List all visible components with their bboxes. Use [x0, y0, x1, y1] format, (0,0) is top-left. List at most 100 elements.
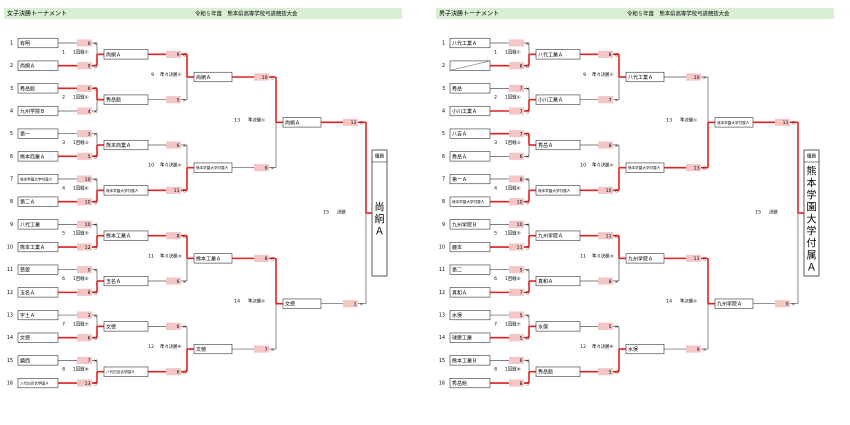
score-cell	[166, 186, 181, 194]
score-value: 0	[88, 268, 91, 274]
win-mark: ○	[526, 382, 530, 387]
score-cell	[77, 220, 92, 228]
match-number: 8	[494, 367, 497, 373]
win-mark: ○	[526, 64, 530, 69]
match-number: 12	[148, 344, 154, 350]
loss-mark: ×	[183, 279, 187, 285]
score-value: 7	[520, 131, 523, 137]
win-mark: ○	[183, 53, 187, 58]
team-name: 真和Ａ	[452, 289, 467, 296]
team-name: 尚絅Ａ	[285, 119, 300, 126]
match-number: 11	[148, 253, 154, 259]
seed-number: 14	[439, 335, 445, 341]
score-value: 7	[520, 290, 523, 296]
score-cell	[775, 118, 790, 126]
team-name: 熊本学園大学付属Ａ	[538, 188, 570, 193]
match-number: 5	[62, 231, 65, 237]
match-number: 13	[666, 117, 672, 123]
seed-number: 8	[442, 199, 445, 205]
win-mark: ○	[526, 337, 530, 342]
score-cell	[77, 243, 92, 251]
match-number: 15	[755, 210, 761, 216]
score-value: 9	[786, 302, 789, 308]
header-title: 男子決勝トーナメント	[439, 9, 499, 17]
team-name: 八代白百合学園Ａ	[106, 369, 135, 374]
team-name: 八代工業Ａ	[538, 51, 563, 58]
score-cell	[509, 243, 524, 251]
loss-mark: ×	[183, 143, 187, 149]
score-value: 8	[609, 143, 612, 149]
score-cell	[254, 254, 269, 262]
match-label: 準々決勝③	[160, 252, 182, 259]
win-mark: ○	[271, 76, 275, 81]
loss-mark: ×	[94, 109, 98, 115]
score-cell	[166, 322, 181, 330]
win-mark: ○	[271, 257, 275, 262]
score-value: 11	[783, 120, 789, 126]
score-cell	[509, 175, 524, 183]
team-name: 八代工業	[20, 221, 40, 228]
loss-mark: ×	[360, 302, 364, 308]
score-value: 7	[520, 86, 523, 92]
seed-number: 11	[439, 267, 445, 273]
match-label: 1回戦④	[505, 184, 521, 191]
team-name: 九州学院Ａ	[628, 255, 653, 262]
match-label: 1回戦⑧	[73, 366, 89, 373]
match-label: 1回戦⑤	[505, 230, 521, 237]
team-name: 八吉Ａ	[452, 131, 467, 138]
score-value: 1	[354, 302, 357, 308]
score-cell	[598, 96, 613, 104]
win-mark: ○	[526, 110, 530, 115]
match-label: 1回戦⑥	[505, 275, 521, 282]
match-label: 1回戦⑦	[505, 320, 521, 327]
score-value: 5	[609, 370, 612, 376]
header-event: 令和５年度 熊本県高等学校弓道競技大会	[627, 9, 730, 17]
score-value: 6	[520, 358, 523, 364]
loss-mark: ×	[271, 347, 275, 353]
match-label: 準々決勝②	[160, 162, 182, 169]
match-number: 14	[234, 299, 240, 305]
score-cell	[598, 277, 613, 285]
team-name: 水俣	[538, 323, 548, 330]
match-label: 1回戦①	[73, 48, 89, 55]
team-name: 秀岳Ａ	[452, 153, 467, 160]
score-value: 5	[177, 97, 180, 103]
team-name: 秀岳	[452, 85, 462, 92]
seed-number: 10	[7, 245, 13, 251]
loss-mark: ×	[94, 41, 98, 47]
score-cell	[686, 164, 701, 172]
score-cell	[598, 50, 613, 58]
score-value: 8	[177, 233, 180, 239]
team-name: 熊本学園大学付属Ａ	[196, 165, 228, 170]
score-cell	[598, 322, 613, 330]
seed-number: 7	[442, 177, 445, 183]
score-value: 6	[177, 324, 180, 330]
team-name: 水俣	[452, 312, 462, 319]
team-name: 熊本工業Ａ	[196, 255, 221, 262]
loss-mark: ×	[615, 279, 619, 285]
team-name: 秀岳館	[20, 85, 35, 92]
score-value: 7	[265, 347, 268, 353]
seed-number: 10	[439, 245, 445, 251]
match-number: 3	[62, 140, 65, 146]
score-value: 8	[520, 177, 523, 183]
seed-number: 16	[439, 381, 445, 387]
win-mark: ○	[360, 121, 364, 126]
seed-number: 16	[7, 381, 13, 387]
team-name: 文徳	[285, 301, 295, 308]
loss-mark: ×	[526, 86, 530, 92]
team-name: 水俣	[628, 346, 638, 353]
loss-mark: ×	[526, 222, 530, 228]
match-label: 準々決勝①	[160, 71, 182, 78]
score-value: 10	[606, 188, 612, 194]
score-cell	[509, 107, 524, 115]
loss-mark: ×	[94, 177, 98, 183]
seed-number: 1	[442, 41, 445, 47]
win-mark: ○	[526, 246, 530, 251]
score-cell	[77, 39, 92, 47]
score-cell	[166, 368, 181, 376]
score-value: 9	[88, 63, 91, 69]
loss-mark: ×	[703, 347, 707, 353]
team-name: 真和Ａ	[538, 278, 553, 285]
champion-name: 熊本学園大学付属Ａ	[807, 165, 817, 274]
